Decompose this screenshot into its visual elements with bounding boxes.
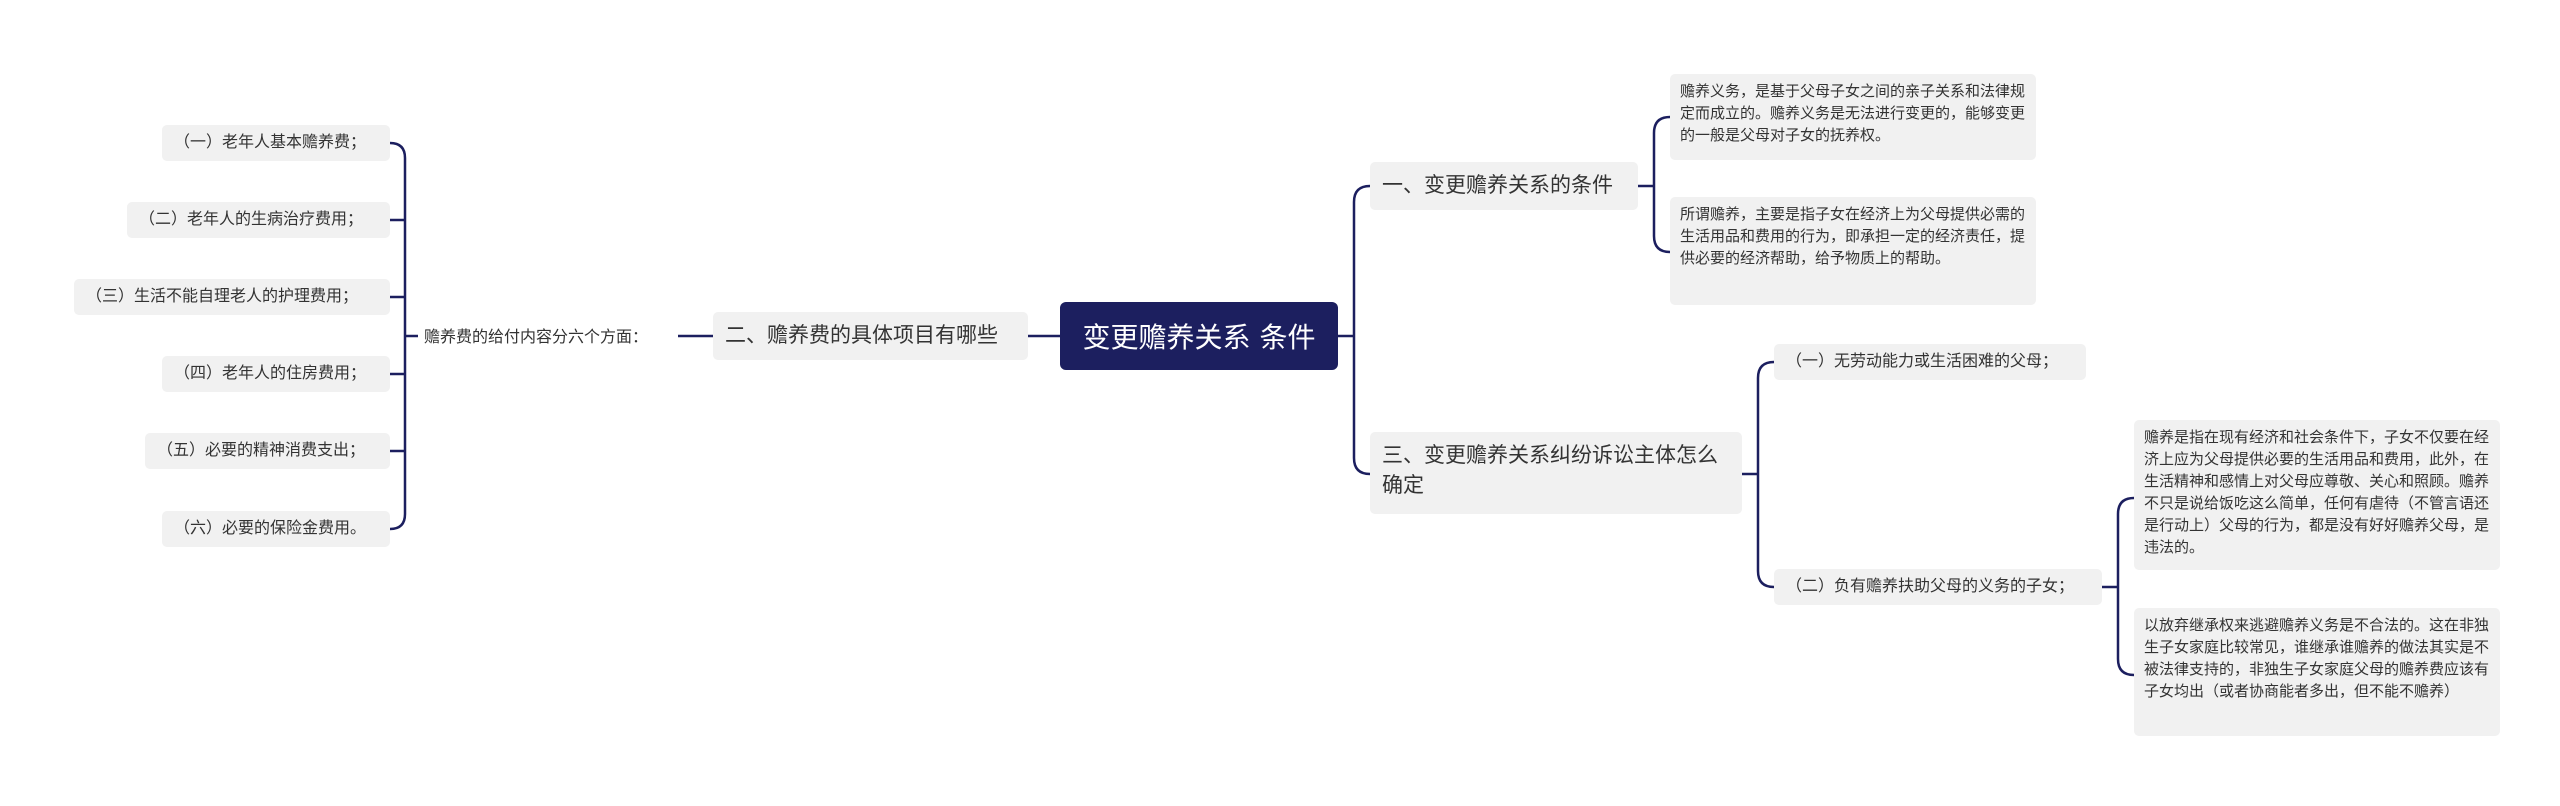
note-support-meaning[interactable]: 赡养是指在现有经济和社会条件下，子女不仅要在经济上应为父母提供必要的生活用品和费… xyxy=(2134,420,2500,570)
branch1-notes-bracket xyxy=(1652,115,1671,254)
note-inheritance-waiver[interactable]: 以放弃继承权来逃避赡养义务是不合法的。这在非独生子女家庭比较常见，谁继承谁赡养的… xyxy=(2134,608,2500,736)
branch-litigation-parties[interactable]: 三、变更赡养关系纠纷诉讼主体怎么确定 xyxy=(1370,432,1742,514)
expense-intro[interactable]: 赡养费的给付内容分六个方面： xyxy=(424,327,649,346)
branch2-subs-bracket xyxy=(1756,360,1775,589)
root-topic[interactable]: 变更赡养关系 条件 xyxy=(1060,302,1338,370)
note-support-obligation[interactable]: 赡养义务，是基于父母子女之间的亲子关系和法律规定而成立的。赡养义务是无法进行变更… xyxy=(1670,74,2036,160)
right-branches-bracket xyxy=(1352,184,1371,476)
expense-item-2[interactable]: （二）老年人的生病治疗费用； xyxy=(127,202,390,238)
expense-item-3[interactable]: （三）生活不能自理老人的护理费用； xyxy=(74,279,390,315)
sub2-notes-bracket xyxy=(2116,496,2135,677)
branch-change-conditions[interactable]: 一、变更赡养关系的条件 xyxy=(1370,162,1638,210)
note-support-definition[interactable]: 所谓赡养，主要是指子女在经济上为父母提供必需的生活用品和费用的行为，即承担一定的… xyxy=(1670,197,2036,305)
expense-item-5[interactable]: （五）必要的精神消费支出； xyxy=(145,433,390,469)
branch-expense-items[interactable]: 二、赡养费的具体项目有哪些 xyxy=(713,312,1028,360)
party-parents[interactable]: （一）无劳动能力或生活困难的父母； xyxy=(1774,344,2086,380)
party-children[interactable]: （二）负有赡养扶助父母的义务的子女； xyxy=(1774,569,2102,605)
expense-item-6[interactable]: （六）必要的保险金费用。 xyxy=(162,511,390,547)
left-items-bracket xyxy=(389,141,407,531)
expense-item-4[interactable]: （四）老年人的住房费用； xyxy=(162,356,390,392)
expense-item-1[interactable]: （一）老年人基本赡养费； xyxy=(162,125,390,161)
